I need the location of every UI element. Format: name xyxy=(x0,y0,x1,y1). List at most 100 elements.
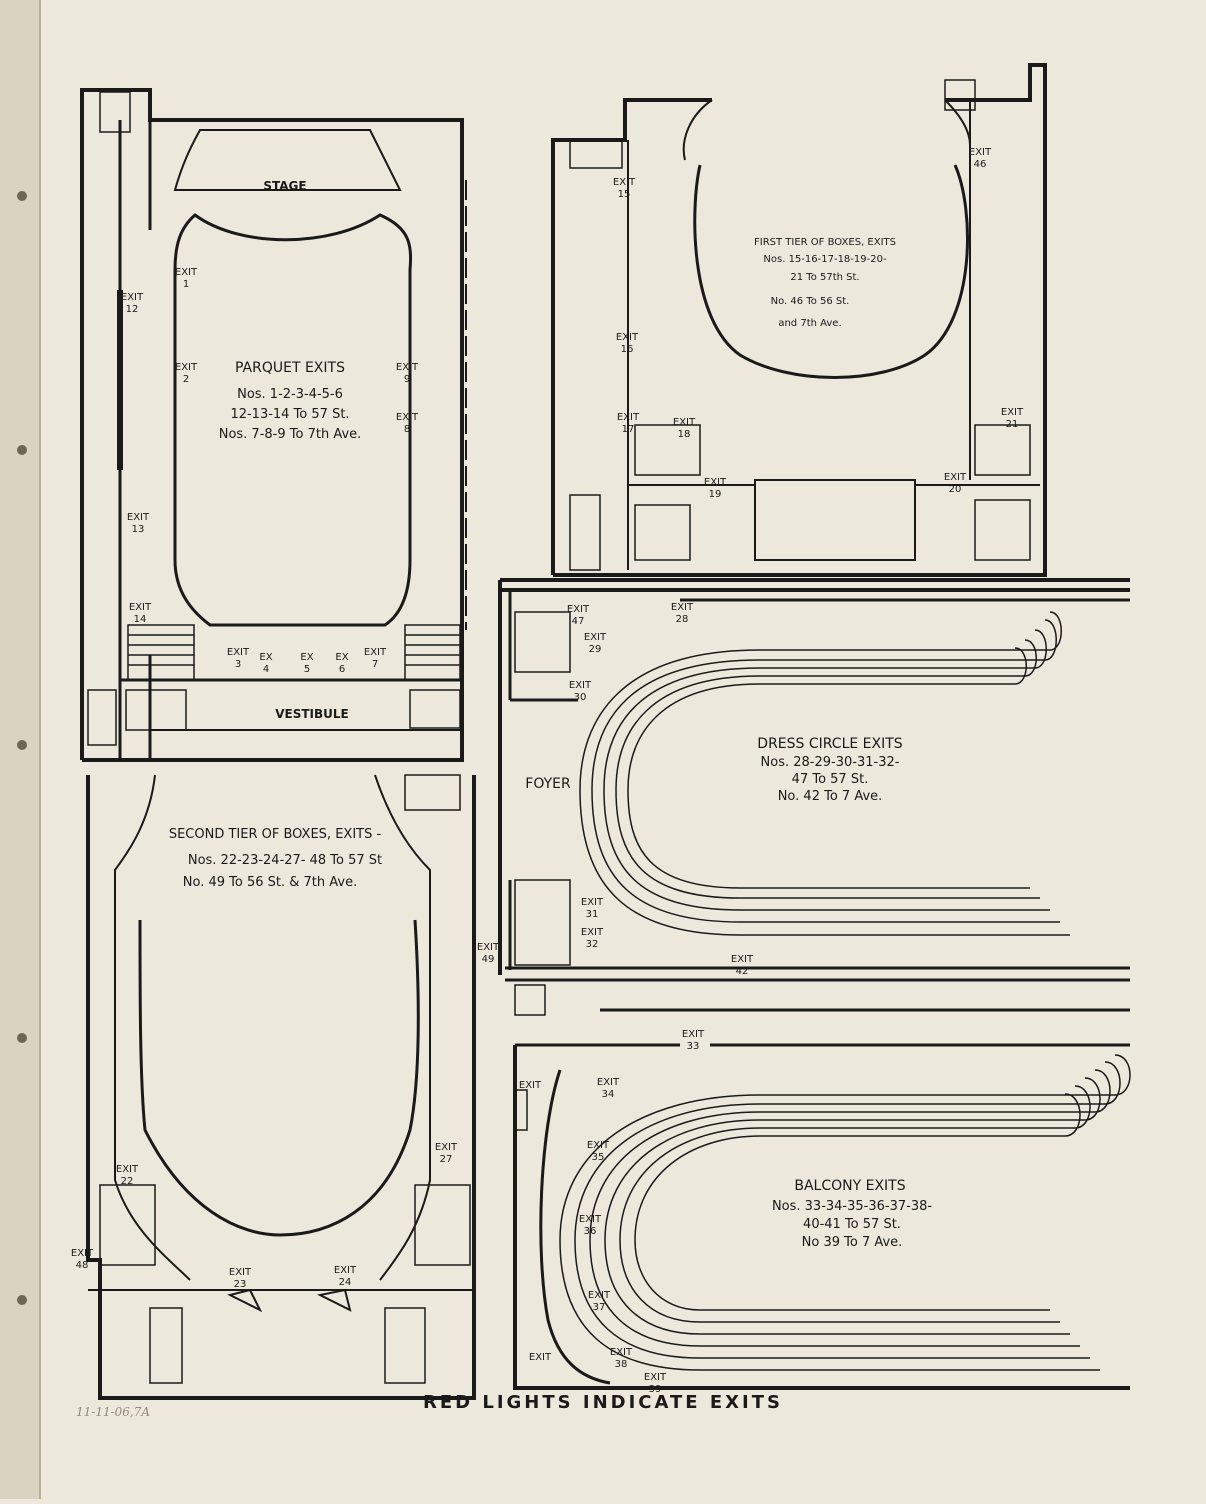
exit-2-word: EXIT xyxy=(175,362,198,373)
vestibule-label: VESTIBULE xyxy=(275,707,349,721)
exit-35-word: EXIT xyxy=(587,1140,610,1151)
parquet-plan xyxy=(80,88,467,762)
exit-47-word: EXIT xyxy=(567,604,590,615)
exit-46-word: EXIT xyxy=(969,147,992,158)
exit-31-number: 31 xyxy=(586,909,599,920)
first-tier-line-4: and 7th Ave. xyxy=(778,318,841,329)
exit-15-word: EXIT xyxy=(613,177,636,188)
exit-12-number: 12 xyxy=(126,304,139,315)
exit-35-number: 35 xyxy=(592,1152,605,1163)
balcony-line-1: Nos. 33-34-35-36-37-38- xyxy=(772,1199,932,1214)
exit-49-word: EXIT xyxy=(477,942,500,953)
first-tier-plan xyxy=(551,63,1047,577)
exit-1-number: 1 xyxy=(183,279,189,290)
dress-circle-line-3: No. 42 To 7 Ave. xyxy=(778,789,883,804)
exit-3-number: 3 xyxy=(235,659,241,670)
exit-30-word: EXIT xyxy=(569,680,592,691)
exit-27-word: EXIT xyxy=(435,1142,458,1153)
exit-13-word: EXIT xyxy=(127,512,150,523)
exit-13-number: 13 xyxy=(132,524,145,535)
balcony-line-2: 40-41 To 57 St. xyxy=(803,1217,901,1232)
foyer-label: FOYER xyxy=(525,776,571,792)
exit-47-number: 47 xyxy=(572,616,585,627)
exit-5-number: 5 xyxy=(304,664,310,675)
exit-33-word: EXIT xyxy=(682,1029,705,1040)
exit-48-number: 48 xyxy=(76,1260,89,1271)
parquet-line-2: 12-13-14 To 57 St. xyxy=(230,407,349,422)
exit-6-word: EX xyxy=(335,652,348,663)
exit-37-number: 37 xyxy=(593,1302,606,1313)
dress-circle-plan xyxy=(498,578,1130,975)
pencil-note: 11-11-06,7A xyxy=(76,1405,151,1419)
first-tier-line-2: 21 To 57th St. xyxy=(790,272,859,283)
second-tier-title: SECOND TIER OF BOXES, EXITS - xyxy=(169,827,382,842)
exit-46-number: 46 xyxy=(974,159,987,170)
second-tier-line-2: No. 49 To 56 St. & 7th Ave. xyxy=(183,875,357,890)
exit-39-word: EXIT xyxy=(644,1372,667,1383)
exit-37-word: EXIT xyxy=(588,1290,611,1301)
stage-label: STAGE xyxy=(263,179,306,193)
exit-20-word: EXIT xyxy=(944,472,967,483)
exit-48-word: EXIT xyxy=(71,1248,94,1259)
exit-16-number: 16 xyxy=(621,344,634,355)
dress-circle-line-1: Nos. 28-29-30-31-32- xyxy=(761,755,900,770)
exit-24-word: EXIT xyxy=(334,1265,357,1276)
exit-29-word: EXIT xyxy=(584,632,607,643)
footer-caption: RED LIGHTS INDICATE EXITS xyxy=(423,1392,783,1413)
exit-18-word: EXIT xyxy=(673,417,696,428)
exit-23-word: EXIT xyxy=(229,1267,252,1278)
exit-8-word: EXIT xyxy=(396,412,419,423)
second-tier-line-1: Nos. 22-23-24-27- 48 To 57 St xyxy=(188,853,382,868)
second-tier-caption: SECOND TIER OF BOXES, EXITS - Nos. 22-23… xyxy=(169,827,382,890)
balcony-title: BALCONY EXITS xyxy=(794,1178,905,1194)
exit-14-number: 14 xyxy=(134,614,147,625)
exit-19-number: 19 xyxy=(709,489,722,500)
exit-36-word: EXIT xyxy=(579,1214,602,1225)
exit-unnumbered-2: EXIT xyxy=(529,1352,552,1363)
dress-circle-line-2: 47 To 57 St. xyxy=(792,772,869,787)
balcony-plan xyxy=(505,978,1131,1390)
exit-22-word: EXIT xyxy=(116,1164,139,1175)
exit-31-word: EXIT xyxy=(581,897,604,908)
first-tier-caption: FIRST TIER OF BOXES, EXITS Nos. 15-16-17… xyxy=(754,237,896,329)
exit-38-word: EXIT xyxy=(610,1347,633,1358)
parquet-line-3: Nos. 7-8-9 To 7th Ave. xyxy=(219,427,362,442)
exit-2-number: 2 xyxy=(183,374,189,385)
exit-21-word: EXIT xyxy=(1001,407,1024,418)
exit-4-word: EX xyxy=(259,652,272,663)
exit-33-number: 33 xyxy=(687,1041,700,1052)
exit-34-word: EXIT xyxy=(597,1077,620,1088)
exit-1-word: EXIT xyxy=(175,267,198,278)
exit-32-word: EXIT xyxy=(581,927,604,938)
dress-circle-title: DRESS CIRCLE EXITS xyxy=(757,736,903,752)
first-tier-title: FIRST TIER OF BOXES, EXITS xyxy=(754,237,896,248)
room-labels: STAGE VESTIBULE FOYER xyxy=(263,179,571,792)
second-tier-plan xyxy=(86,774,476,1400)
exit-22-number: 22 xyxy=(121,1176,134,1187)
binding-edge xyxy=(0,0,41,1499)
parquet-line-1: Nos. 1-2-3-4-5-6 xyxy=(237,387,343,402)
balcony-line-3: No 39 To 7 Ave. xyxy=(802,1235,903,1250)
exit-17-number: 17 xyxy=(622,424,635,435)
exit-18-number: 18 xyxy=(678,429,691,440)
exit-14-word: EXIT xyxy=(129,602,152,613)
exit-36-number: 36 xyxy=(584,1226,597,1237)
exit-38-number: 38 xyxy=(615,1359,628,1370)
first-tier-line-1: Nos. 15-16-17-18-19-20- xyxy=(763,254,887,265)
exit-15-number: 15 xyxy=(618,189,631,200)
exit-markers: EXIT1EXIT2EXIT3EX4EX5EX6EXIT7EXIT8EXIT9E… xyxy=(71,147,1024,1395)
exit-17-word: EXIT xyxy=(617,412,640,423)
exit-42-word: EXIT xyxy=(731,954,754,965)
exit-16-word: EXIT xyxy=(616,332,639,343)
exit-4-number: 4 xyxy=(263,664,269,675)
exit-7-number: 7 xyxy=(372,659,378,670)
exit-9-word: EXIT xyxy=(396,362,419,373)
exit-23-number: 23 xyxy=(234,1279,247,1290)
exit-19-word: EXIT xyxy=(704,477,727,488)
exit-28-number: 28 xyxy=(676,614,689,625)
exit-49-number: 49 xyxy=(482,954,495,965)
dress-circle-caption: DRESS CIRCLE EXITS Nos. 28-29-30-31-32- … xyxy=(757,736,903,804)
exit-39-number: 39 xyxy=(649,1384,662,1395)
